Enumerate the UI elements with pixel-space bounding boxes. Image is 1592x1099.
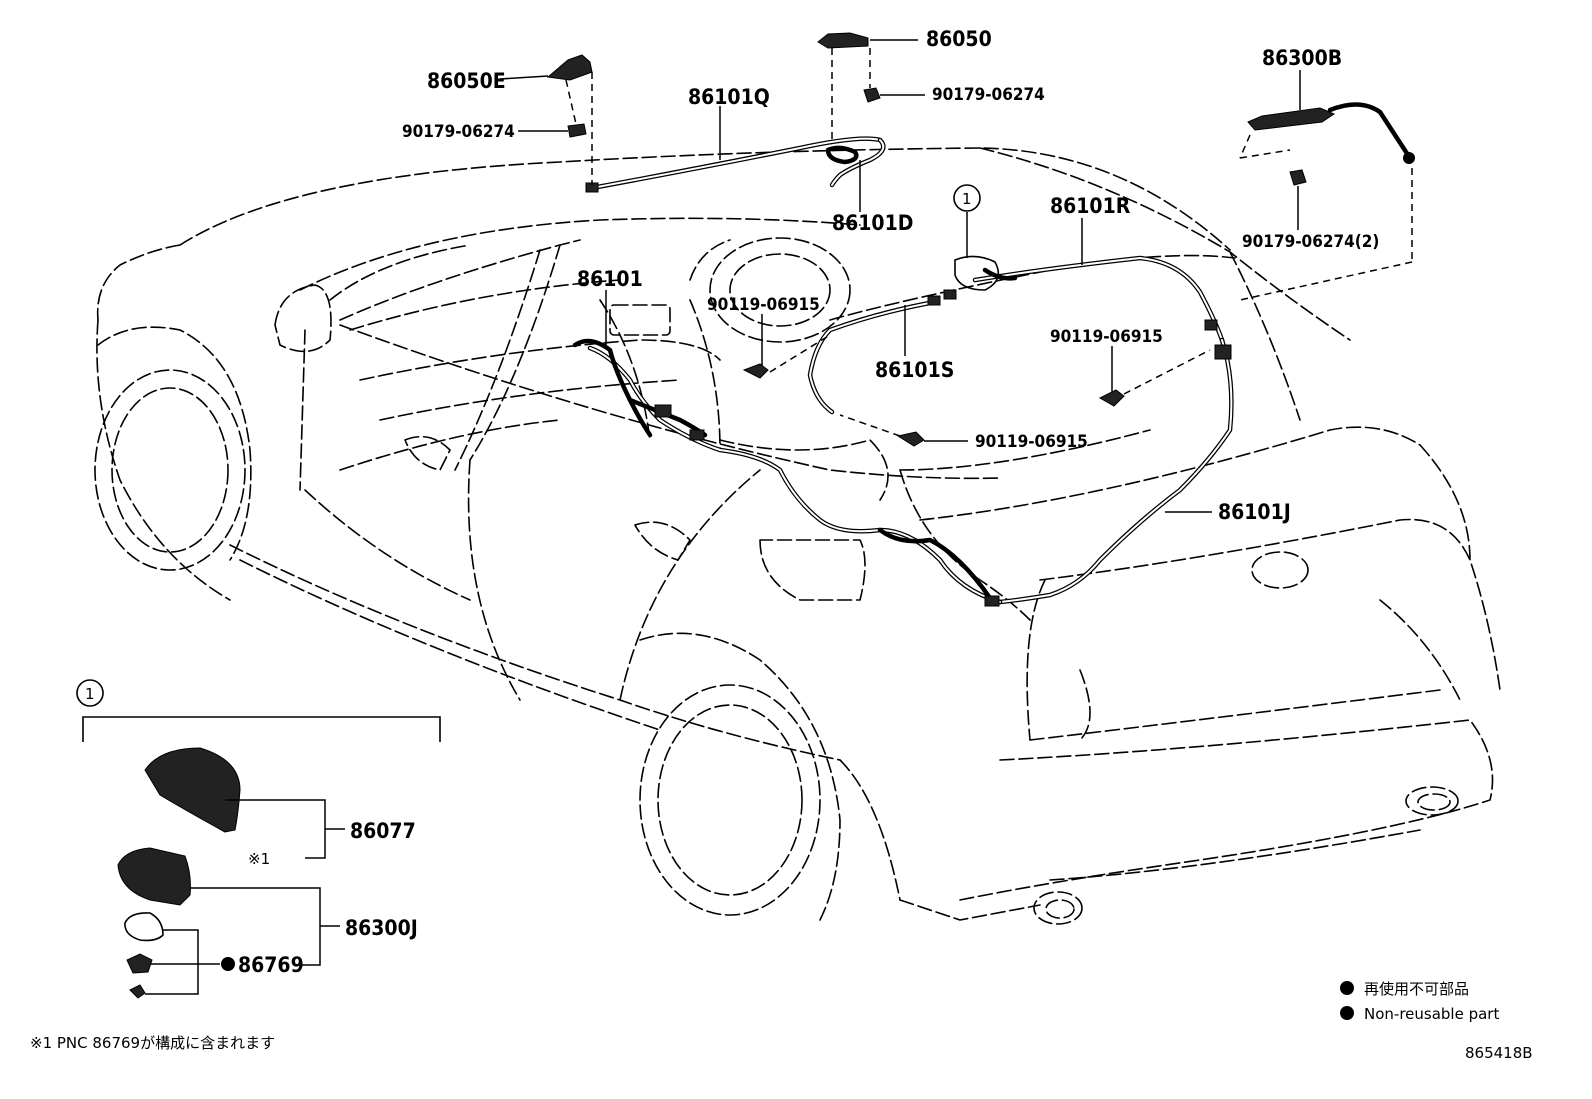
- label-86101J: 86101J: [1218, 500, 1291, 524]
- label-86769: 86769: [238, 953, 304, 977]
- inset-bolt-icon: [129, 984, 146, 999]
- bolt-icon: [742, 363, 1125, 447]
- antenna-86300B-icon: [1247, 102, 1415, 164]
- car-body-outline: [94, 147, 1501, 925]
- svg-text:1: 1: [85, 685, 95, 703]
- non-reusable-dot-icon: [221, 957, 235, 971]
- antenna-86300J-icon: [117, 847, 191, 906]
- label-86101: 86101: [577, 267, 643, 291]
- circle-callout-main: 1: [953, 184, 981, 212]
- label-86101Q: 86101Q: [688, 85, 770, 109]
- label-86050E: 86050E: [427, 69, 506, 93]
- antenna-cover-icon: [144, 747, 241, 833]
- part-number-labels: 86050E 90179-06274 86050 90179-06274 861…: [238, 27, 1379, 977]
- clip-icon: [567, 87, 1307, 186]
- nut-icon: [126, 953, 153, 974]
- label-86050: 86050: [926, 27, 992, 51]
- antenna-base-icon: [954, 255, 1018, 291]
- label-ref-1: ※1: [248, 850, 270, 868]
- label-86300J: 86300J: [345, 916, 418, 940]
- label-86300B: 86300B: [1262, 46, 1342, 70]
- antenna-86050E-icon: [546, 54, 593, 81]
- footnote: ※1 PNC 86769が構成に含まれます: [30, 1034, 275, 1052]
- svg-text:1: 1: [962, 190, 972, 208]
- leader-lines: [499, 39, 1413, 513]
- label-90179-a: 90179-06274: [402, 122, 515, 142]
- label-86101S: 86101S: [875, 358, 954, 382]
- diagram-id: 865418B: [1465, 1044, 1533, 1062]
- label-90179-2: 90179-06274(2): [1242, 232, 1379, 252]
- inset-detail-1: [82, 716, 441, 999]
- label-90179-b: 90179-06274: [932, 85, 1045, 105]
- label-86101R: 86101R: [1050, 194, 1131, 218]
- legend: 再使用不可部品 Non-reusable part: [1340, 980, 1499, 1023]
- label-86101D: 86101D: [832, 211, 913, 235]
- legend-jp: 再使用不可部品: [1364, 980, 1469, 998]
- legend-dot-icon: [1340, 1006, 1354, 1020]
- legend-dot-icon: [1340, 981, 1354, 995]
- label-86077: 86077: [350, 819, 416, 843]
- legend-en: Non-reusable part: [1364, 1005, 1499, 1023]
- label-90119-a: 90119-06915: [707, 295, 820, 315]
- label-90119-b: 90119-06915: [1050, 327, 1163, 347]
- gasket-icon: [124, 912, 164, 942]
- label-90119-c: 90119-06915: [975, 432, 1088, 452]
- antenna-86050-icon: [817, 32, 869, 49]
- circle-callout-inset: 1: [76, 679, 104, 707]
